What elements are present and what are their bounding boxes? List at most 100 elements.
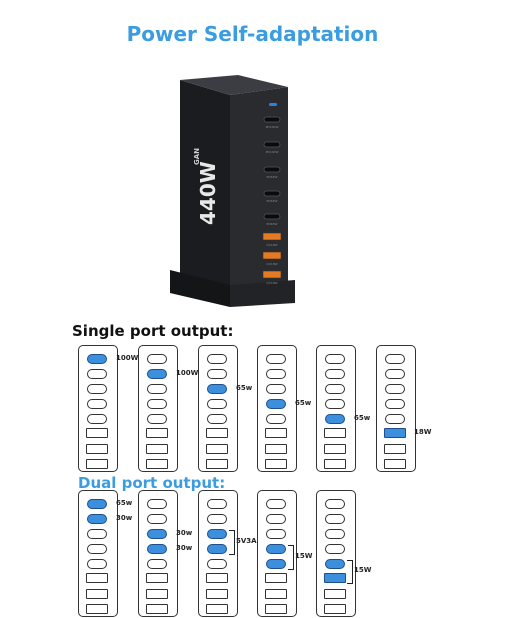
bracket	[229, 530, 235, 555]
watt-label: 65w	[116, 499, 133, 507]
usb-c-port-active	[207, 384, 227, 394]
usb-a-port	[146, 459, 168, 469]
usb-a-port	[86, 428, 108, 438]
usb-c-port	[385, 369, 405, 379]
usb-c-port-active	[87, 354, 107, 364]
watt-label: 5V3A	[236, 536, 257, 545]
watt-label: 100W	[176, 369, 199, 377]
bracket	[288, 545, 294, 570]
usb-a-port	[265, 604, 287, 614]
indicator-light	[269, 103, 277, 106]
usb-a-port	[265, 589, 287, 599]
usb-c-port	[207, 369, 227, 379]
usb-a-port	[146, 573, 168, 583]
port-tag: QC18W	[266, 281, 277, 285]
usb-a-port	[206, 459, 228, 469]
usb-c-port	[325, 514, 345, 524]
usb-c-port	[147, 514, 167, 524]
usb-c-port-active	[207, 544, 227, 554]
usb-c-port-active	[266, 399, 286, 409]
usb-c-port	[87, 414, 107, 424]
usb-c-port	[266, 384, 286, 394]
usb-a-port	[324, 444, 346, 454]
usb-c-port-active	[87, 499, 107, 509]
usb-c-port	[266, 529, 286, 539]
usb-c-port	[207, 354, 227, 364]
usb-c-port-active	[147, 529, 167, 539]
usb-a-port	[206, 428, 228, 438]
usb-c-port	[325, 529, 345, 539]
charger-illustration: 440W GAN PD100W PD100W PD65W PD65W PD65W…	[170, 75, 295, 307]
single-port-diagram-5	[316, 345, 356, 472]
watt-label: 65w	[354, 414, 371, 422]
usb-a-port-active	[324, 573, 346, 583]
usb-c-port	[87, 384, 107, 394]
usb-c-port	[207, 514, 227, 524]
usb-c-port	[325, 499, 345, 509]
usb-c-port	[266, 369, 286, 379]
watt-label: 100W	[116, 354, 139, 362]
watt-label: 30w	[176, 529, 193, 537]
usb-a-port	[206, 573, 228, 583]
usb-c-port	[266, 499, 286, 509]
port-tag: QC18W	[266, 243, 277, 247]
usb-a-port	[206, 589, 228, 599]
usb-c-port	[87, 399, 107, 409]
usb-c-port-active	[266, 544, 286, 554]
usb-a-port	[324, 459, 346, 469]
port-tag: PD100W	[266, 150, 279, 154]
usb-c-port	[325, 369, 345, 379]
usb-c-port	[207, 499, 227, 509]
watt-label: 30w	[116, 514, 133, 522]
single-port-diagram-6	[376, 345, 416, 472]
dual-port-heading: Dual port output:	[78, 474, 226, 492]
usb-a-port	[265, 428, 287, 438]
dual-port-diagram-1	[78, 490, 118, 617]
usb-a-port	[265, 444, 287, 454]
dual-port-diagram-3	[198, 490, 238, 617]
usb-a-port	[324, 604, 346, 614]
watt-label: 15W	[295, 551, 313, 560]
usb-a-port	[146, 589, 168, 599]
watt-label: 30w	[176, 544, 193, 552]
usb-c-port	[147, 559, 167, 569]
usb-a-port	[324, 428, 346, 438]
usb-a-port	[146, 604, 168, 614]
usb-a-port	[324, 589, 346, 599]
usb-a-port	[86, 573, 108, 583]
single-port-diagram-4	[257, 345, 297, 472]
usb-c-port	[266, 514, 286, 524]
usb-a-port-active	[384, 428, 406, 438]
usb-c-port	[325, 384, 345, 394]
usb-c-port	[87, 544, 107, 554]
usb-a-port	[206, 604, 228, 614]
usb-a-port	[86, 444, 108, 454]
usb-c-port	[87, 559, 107, 569]
usb-a-port	[206, 444, 228, 454]
usb-c-port	[147, 384, 167, 394]
usb-c-port	[87, 529, 107, 539]
usb-c-port	[325, 399, 345, 409]
usb-a-port	[384, 444, 406, 454]
single-port-diagram-1	[78, 345, 118, 472]
usb-c-port	[266, 414, 286, 424]
port-tag: PD65W	[267, 222, 278, 226]
usb-a-port	[86, 589, 108, 599]
usb-c-port	[385, 399, 405, 409]
usb-c-port-active	[207, 529, 227, 539]
watt-label: 65w	[295, 399, 312, 407]
usb-c-port	[147, 354, 167, 364]
page-title: Power Self-adaptation	[126, 22, 379, 46]
usb-c-port-active	[87, 514, 107, 524]
dual-port-diagram-5	[316, 490, 356, 617]
usb-a-port	[86, 604, 108, 614]
usb-c-port	[266, 354, 286, 364]
usb-c-port	[385, 354, 405, 364]
usb-a-port	[86, 459, 108, 469]
usb-c-port	[147, 399, 167, 409]
usb-a-port	[146, 444, 168, 454]
watt-label: 18W	[414, 428, 432, 436]
watt-label: 65w	[236, 384, 253, 392]
usb-c-port	[87, 369, 107, 379]
usb-c-port	[147, 499, 167, 509]
